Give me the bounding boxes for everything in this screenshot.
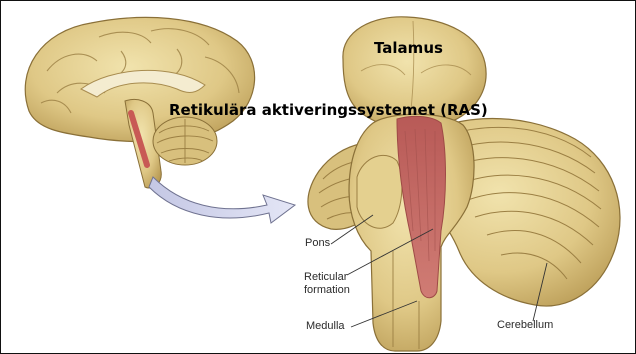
label-pons: Pons	[305, 237, 330, 250]
label-medulla: Medulla	[306, 320, 345, 333]
pointer-arrow	[149, 177, 295, 223]
label-cerebellum: Cerebellum	[497, 319, 553, 332]
talamus-title: Talamus	[374, 39, 443, 57]
ras-title: Retikulära aktiveringssystemet (RAS)	[169, 101, 488, 119]
brainstem-illustration	[308, 17, 620, 351]
label-reticular-formation: Reticular formation	[304, 271, 374, 297]
